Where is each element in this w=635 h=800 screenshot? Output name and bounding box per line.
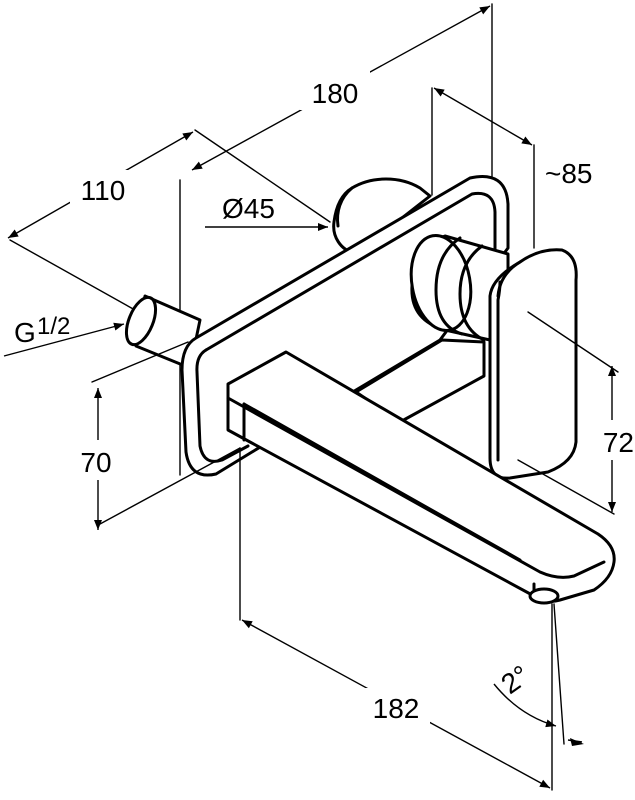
round-body <box>332 177 432 256</box>
label-182: 182 <box>373 693 420 724</box>
dimension-thread: G 1/2 <box>3 313 125 357</box>
label-70: 70 <box>80 447 111 478</box>
dimension-182: 182 <box>239 447 553 791</box>
dimension-diameter: Ø45 <box>205 193 328 231</box>
dimension-72: 72 <box>517 311 634 515</box>
handle-cylinder <box>409 233 510 346</box>
label-diameter: Ø45 <box>222 193 275 224</box>
dimension-angle: 2° <box>493 603 584 746</box>
dimension-180: 180 <box>179 3 493 476</box>
label-72: 72 <box>603 427 634 458</box>
dimension-110: 110 <box>7 129 331 311</box>
lever-handle <box>488 248 578 480</box>
label-angle: 2° <box>495 659 535 700</box>
label-180: 180 <box>312 78 359 109</box>
label-110: 110 <box>81 175 126 206</box>
dimension-85: ~85 <box>431 87 593 249</box>
label-thread: G <box>14 317 36 348</box>
dimension-70: 70 <box>70 341 241 530</box>
faucet-body <box>124 175 616 605</box>
label-thread-fraction: 1/2 <box>37 313 70 340</box>
label-85: ~85 <box>545 158 593 189</box>
spout <box>226 350 616 605</box>
